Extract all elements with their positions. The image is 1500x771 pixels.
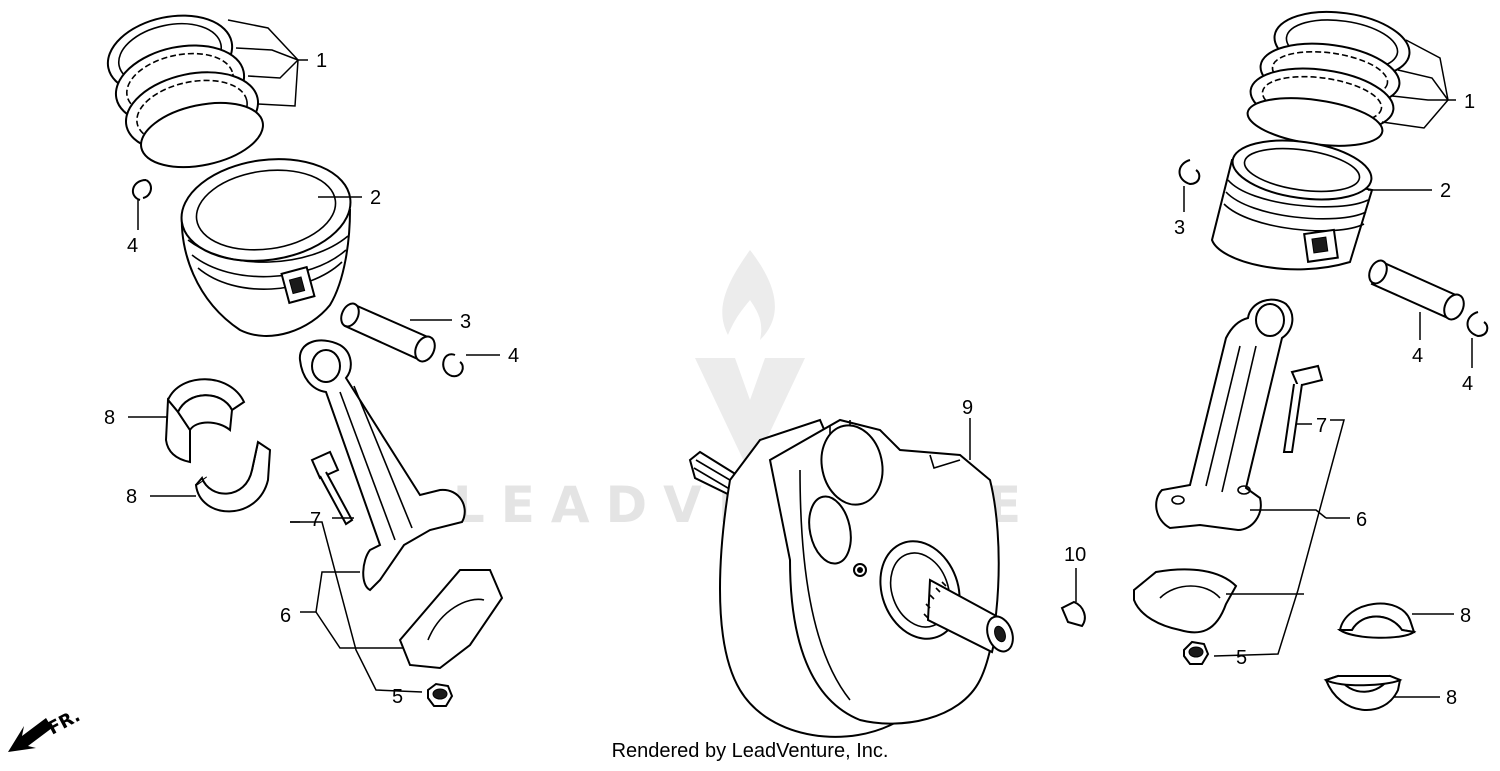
callout-left-7: 7 [310, 509, 321, 531]
callout-right-2: 2 [1440, 180, 1451, 202]
right-piston-pin [1368, 259, 1465, 321]
right-rod-bolt [1282, 364, 1324, 453]
right-rod-nut [1183, 640, 1210, 665]
right-rod-cap [1133, 568, 1238, 634]
callout-right-8a: 8 [1460, 605, 1471, 627]
woodruff-key [1060, 600, 1086, 628]
callout-right-8b: 8 [1446, 687, 1457, 709]
right-bearing-upper [1336, 602, 1417, 639]
callout-right-7: 7 [1316, 415, 1327, 437]
right-bracket-leaders [1213, 419, 1350, 657]
right-circlip-top [1178, 159, 1201, 186]
callout-left-8b: 8 [126, 486, 137, 508]
left-bracket-leaders [290, 521, 423, 693]
front-direction-label: FR. [44, 705, 83, 739]
right-circlip-side [1466, 311, 1489, 338]
left-bearing-upper [164, 378, 246, 464]
callout-left-2: 2 [370, 187, 381, 209]
callout-right-3: 4 [1412, 345, 1423, 367]
right-bearing-lower [1323, 674, 1403, 712]
left-rod-cap [398, 569, 504, 670]
left-circlip-top [131, 179, 152, 201]
right-rings-leader [1381, 39, 1456, 129]
callout-right-6: 6 [1356, 509, 1367, 531]
callout-center-10: 10 [1064, 544, 1086, 566]
left-connecting-rod [298, 339, 466, 592]
left-piston [180, 158, 352, 337]
callout-left-8a: 8 [104, 407, 115, 429]
callout-left-4a: 4 [127, 235, 138, 257]
callout-right-5: 5 [1236, 647, 1247, 669]
left-rod-bolt [310, 450, 354, 526]
left-circlip-side [442, 353, 464, 378]
callout-left-6: 6 [280, 605, 291, 627]
right-connecting-rod [1155, 298, 1294, 532]
callout-right-1: 1 [1464, 91, 1475, 113]
callout-right-4b: 4 [1462, 373, 1473, 395]
crankshaft [688, 418, 1014, 738]
callout-left-4b: 4 [508, 345, 519, 367]
left-bearing-lower [194, 440, 272, 513]
callout-left-3: 3 [460, 311, 471, 333]
callout-left-5: 5 [392, 686, 403, 708]
watermark-v-icon [695, 358, 805, 470]
right-piston-rings [1246, 10, 1411, 147]
left-rod-nut [427, 682, 454, 707]
callout-right-4a: 3 [1174, 217, 1185, 239]
left-piston-pin [340, 302, 436, 363]
watermark-flame-icon [722, 250, 775, 340]
left-piston-rings [106, 14, 264, 169]
credit-text: Rendered by LeadVenture, Inc. [611, 740, 889, 762]
left-rings-leader [227, 19, 308, 107]
callout-left-1: 1 [316, 50, 327, 72]
right-piston [1210, 139, 1374, 271]
callout-center-9: 9 [962, 397, 973, 419]
